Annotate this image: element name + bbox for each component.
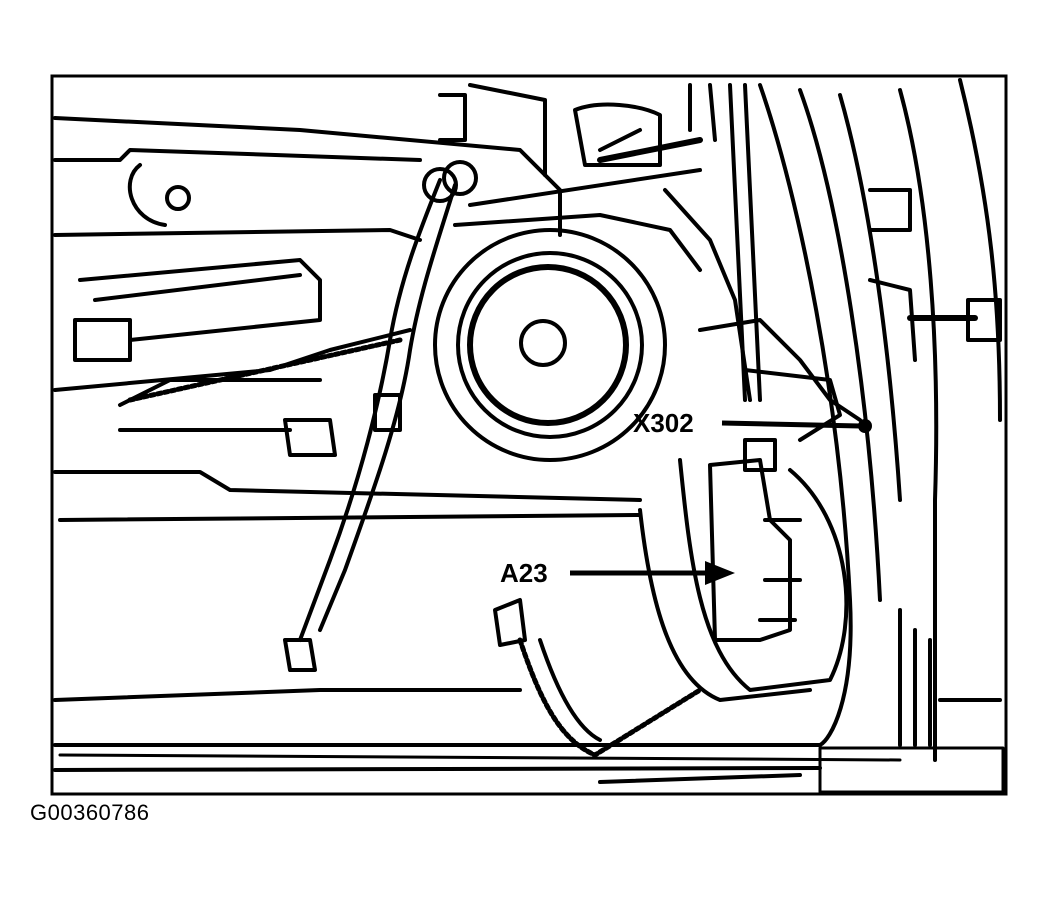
callout-x302-dot [858,419,872,433]
callout-a23: A23 [500,558,735,588]
callout-x302: X302 [633,408,872,438]
right-door-edge [728,78,1005,794]
callout-a23-label: A23 [500,558,548,588]
figure-id: G00360786 [30,800,150,825]
diagram-frame [50,74,1008,796]
speaker [433,188,752,462]
upper-frame-structure [438,83,717,177]
callout-x302-label: X302 [633,408,694,438]
callout-a23-arrowhead [705,561,735,585]
callout-x302-leader [721,420,861,429]
wiring-harness [127,160,703,758]
